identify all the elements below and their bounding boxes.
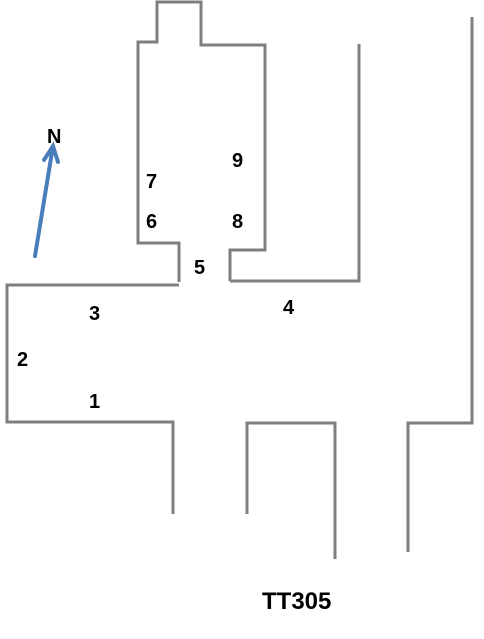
far-right-wall (406, 17, 474, 552)
area-number-1: 1 (89, 391, 100, 413)
area-number-9: 9 (232, 150, 243, 172)
central-entrance-wall (245, 421, 337, 559)
north-arrowhead-icon (42, 141, 60, 164)
area-number-6: 6 (146, 211, 157, 233)
area-number-7: 7 (146, 171, 157, 193)
tomb-label: TT305 (262, 588, 331, 615)
inner-chamber-wall-left (136, 0, 267, 282)
area-number-3: 3 (89, 303, 100, 325)
north-label: N (47, 126, 61, 148)
area-number-4: 4 (283, 297, 295, 319)
area-number-2: 2 (17, 349, 28, 371)
north-arrow-icon (33, 150, 54, 258)
area-number-8: 8 (232, 211, 243, 233)
area-number-5: 5 (194, 257, 205, 279)
front-hall-wall (5, 283, 179, 514)
right-corridor-wall (230, 44, 361, 283)
